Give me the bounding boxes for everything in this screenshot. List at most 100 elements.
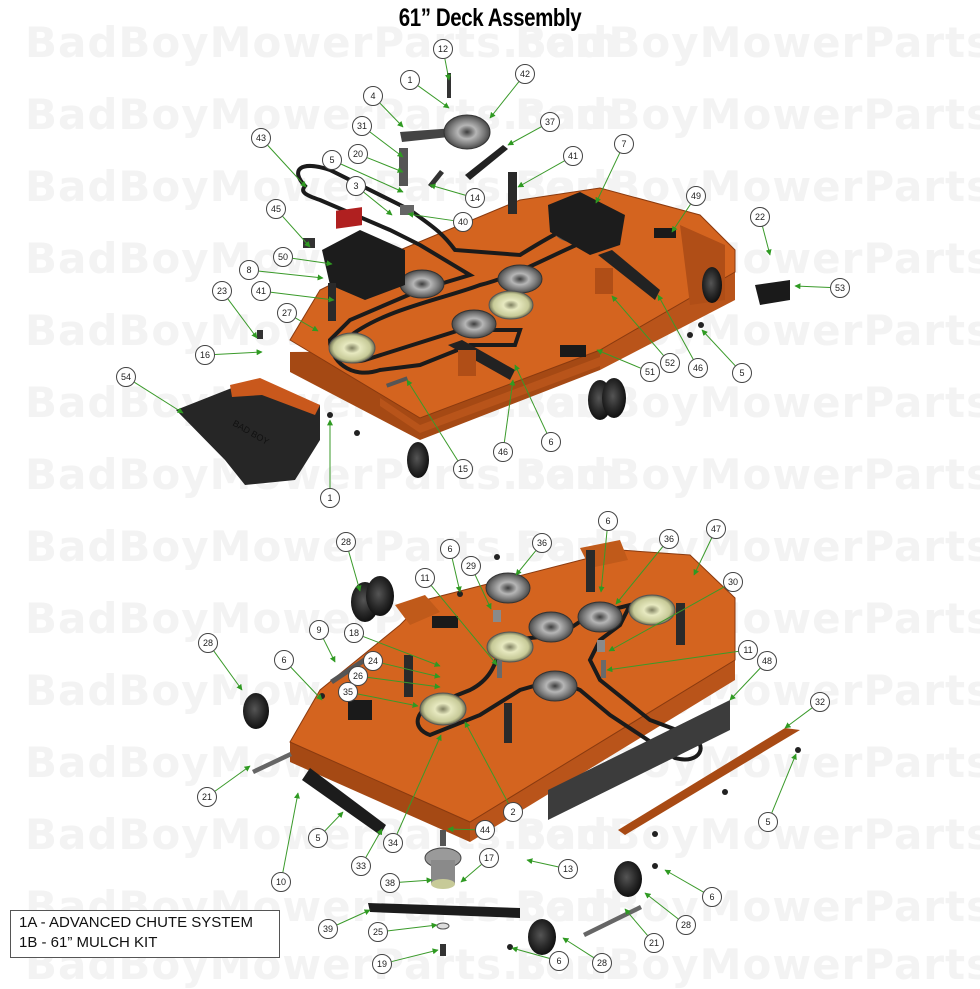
callout-circle (318, 919, 338, 939)
part-callout: 33 (351, 828, 383, 876)
spindle-bearing (431, 879, 455, 889)
part-callout: 6 (598, 511, 618, 593)
part-callout: 36 (615, 529, 679, 605)
callout-number: 8 (246, 265, 251, 275)
part-callout: 21 (197, 765, 251, 807)
callout-circle (493, 442, 513, 462)
part-callout: 21 (624, 908, 664, 953)
callout-number: 43 (256, 133, 266, 143)
anti-scalp-arm (508, 172, 517, 214)
chute-bracket (230, 378, 320, 415)
callout-circle (563, 146, 583, 166)
callout-number: 27 (282, 308, 292, 318)
callout-number: 52 (665, 358, 675, 368)
leader-line (213, 650, 243, 691)
top-deck-assembly: BAD BOY (176, 73, 790, 485)
callout-number: 47 (711, 524, 721, 534)
part-callout: 45 (266, 199, 311, 248)
part-callout: 1 (320, 419, 340, 508)
callout-number: 45 (271, 204, 281, 214)
axle-bolt (583, 905, 642, 937)
part-callout: 41 (517, 146, 583, 188)
callout-circle (732, 363, 752, 383)
callout-circle (640, 362, 660, 382)
pivot-bracket (458, 350, 476, 376)
callout-number: 29 (466, 561, 476, 571)
leader-line (595, 152, 621, 204)
callout-circle (368, 922, 388, 942)
callout-number: 48 (762, 656, 772, 666)
callout-circle (644, 933, 664, 953)
anti-scalp-arm (504, 703, 512, 743)
leader-line (430, 585, 498, 666)
leader-line (363, 191, 393, 216)
part-callout: 15 (406, 379, 473, 479)
callout-number: 49 (691, 191, 701, 201)
part-callout: 35 (338, 682, 419, 708)
callout-circle (348, 666, 368, 686)
mulch-baffle (548, 700, 730, 820)
callout-number: 44 (480, 825, 490, 835)
spacer-stack (399, 148, 408, 186)
callout-circle (346, 176, 366, 196)
part-callout: 38 (380, 873, 433, 893)
leader-line (611, 295, 664, 356)
callout-circle (348, 144, 368, 164)
spindle-pulley (328, 332, 376, 364)
callout-number: 13 (563, 864, 573, 874)
spindle-pulley (486, 631, 534, 663)
leader-line (447, 826, 476, 833)
callout-circle (320, 488, 340, 508)
callout-circle (251, 281, 271, 301)
part-callout: 9 (309, 620, 336, 663)
part-callout: 40 (407, 211, 473, 232)
part-callout: 50 (273, 247, 333, 267)
callout-circle (810, 692, 830, 712)
callout-circle (453, 212, 473, 232)
warning-decal (336, 207, 362, 229)
callout-circle (750, 207, 770, 227)
leader-line (474, 574, 492, 610)
part-callout: 6 (511, 946, 569, 971)
callout-number: 6 (548, 437, 553, 447)
leader-line (324, 811, 344, 832)
leader-line (701, 329, 736, 367)
part-callout: 6 (664, 869, 722, 907)
leader-line (267, 145, 307, 188)
callout-circle (660, 353, 680, 373)
part-callout: 17 (460, 848, 499, 883)
callout-circle (592, 953, 612, 973)
part-callout: 14 (429, 183, 485, 208)
leader-line (517, 160, 565, 188)
part-callout: 46 (493, 379, 516, 462)
leader-line (340, 163, 404, 193)
callout-number: 21 (649, 938, 659, 948)
callout-circle (277, 303, 297, 323)
leader-line (596, 349, 641, 369)
callout-number: 46 (693, 363, 703, 373)
leader-line (396, 734, 442, 835)
callout-circle (688, 358, 708, 378)
leader-line (671, 204, 691, 233)
callout-number: 37 (545, 117, 555, 127)
nut (698, 322, 704, 328)
idler-pulley (451, 309, 497, 339)
callout-circle (757, 651, 777, 671)
bottom-deck-assembly (243, 540, 801, 956)
part-callout: 30 (608, 572, 743, 652)
callout-number: 1 (407, 75, 412, 85)
leader-line (290, 666, 323, 701)
idler-pulley (485, 572, 531, 604)
bolt (385, 376, 409, 388)
callout-circle (344, 623, 364, 643)
leader-line (624, 908, 648, 936)
page-title: 61” Deck Assembly (398, 4, 582, 32)
deck-skirt-front (290, 742, 470, 842)
height-rod (598, 250, 660, 300)
part-callout: 11 (415, 568, 498, 666)
spindle-pulley (488, 290, 534, 320)
leader-line (729, 667, 761, 701)
leader-line (369, 131, 404, 158)
callout-number: 32 (815, 697, 825, 707)
leader-line (507, 126, 542, 146)
